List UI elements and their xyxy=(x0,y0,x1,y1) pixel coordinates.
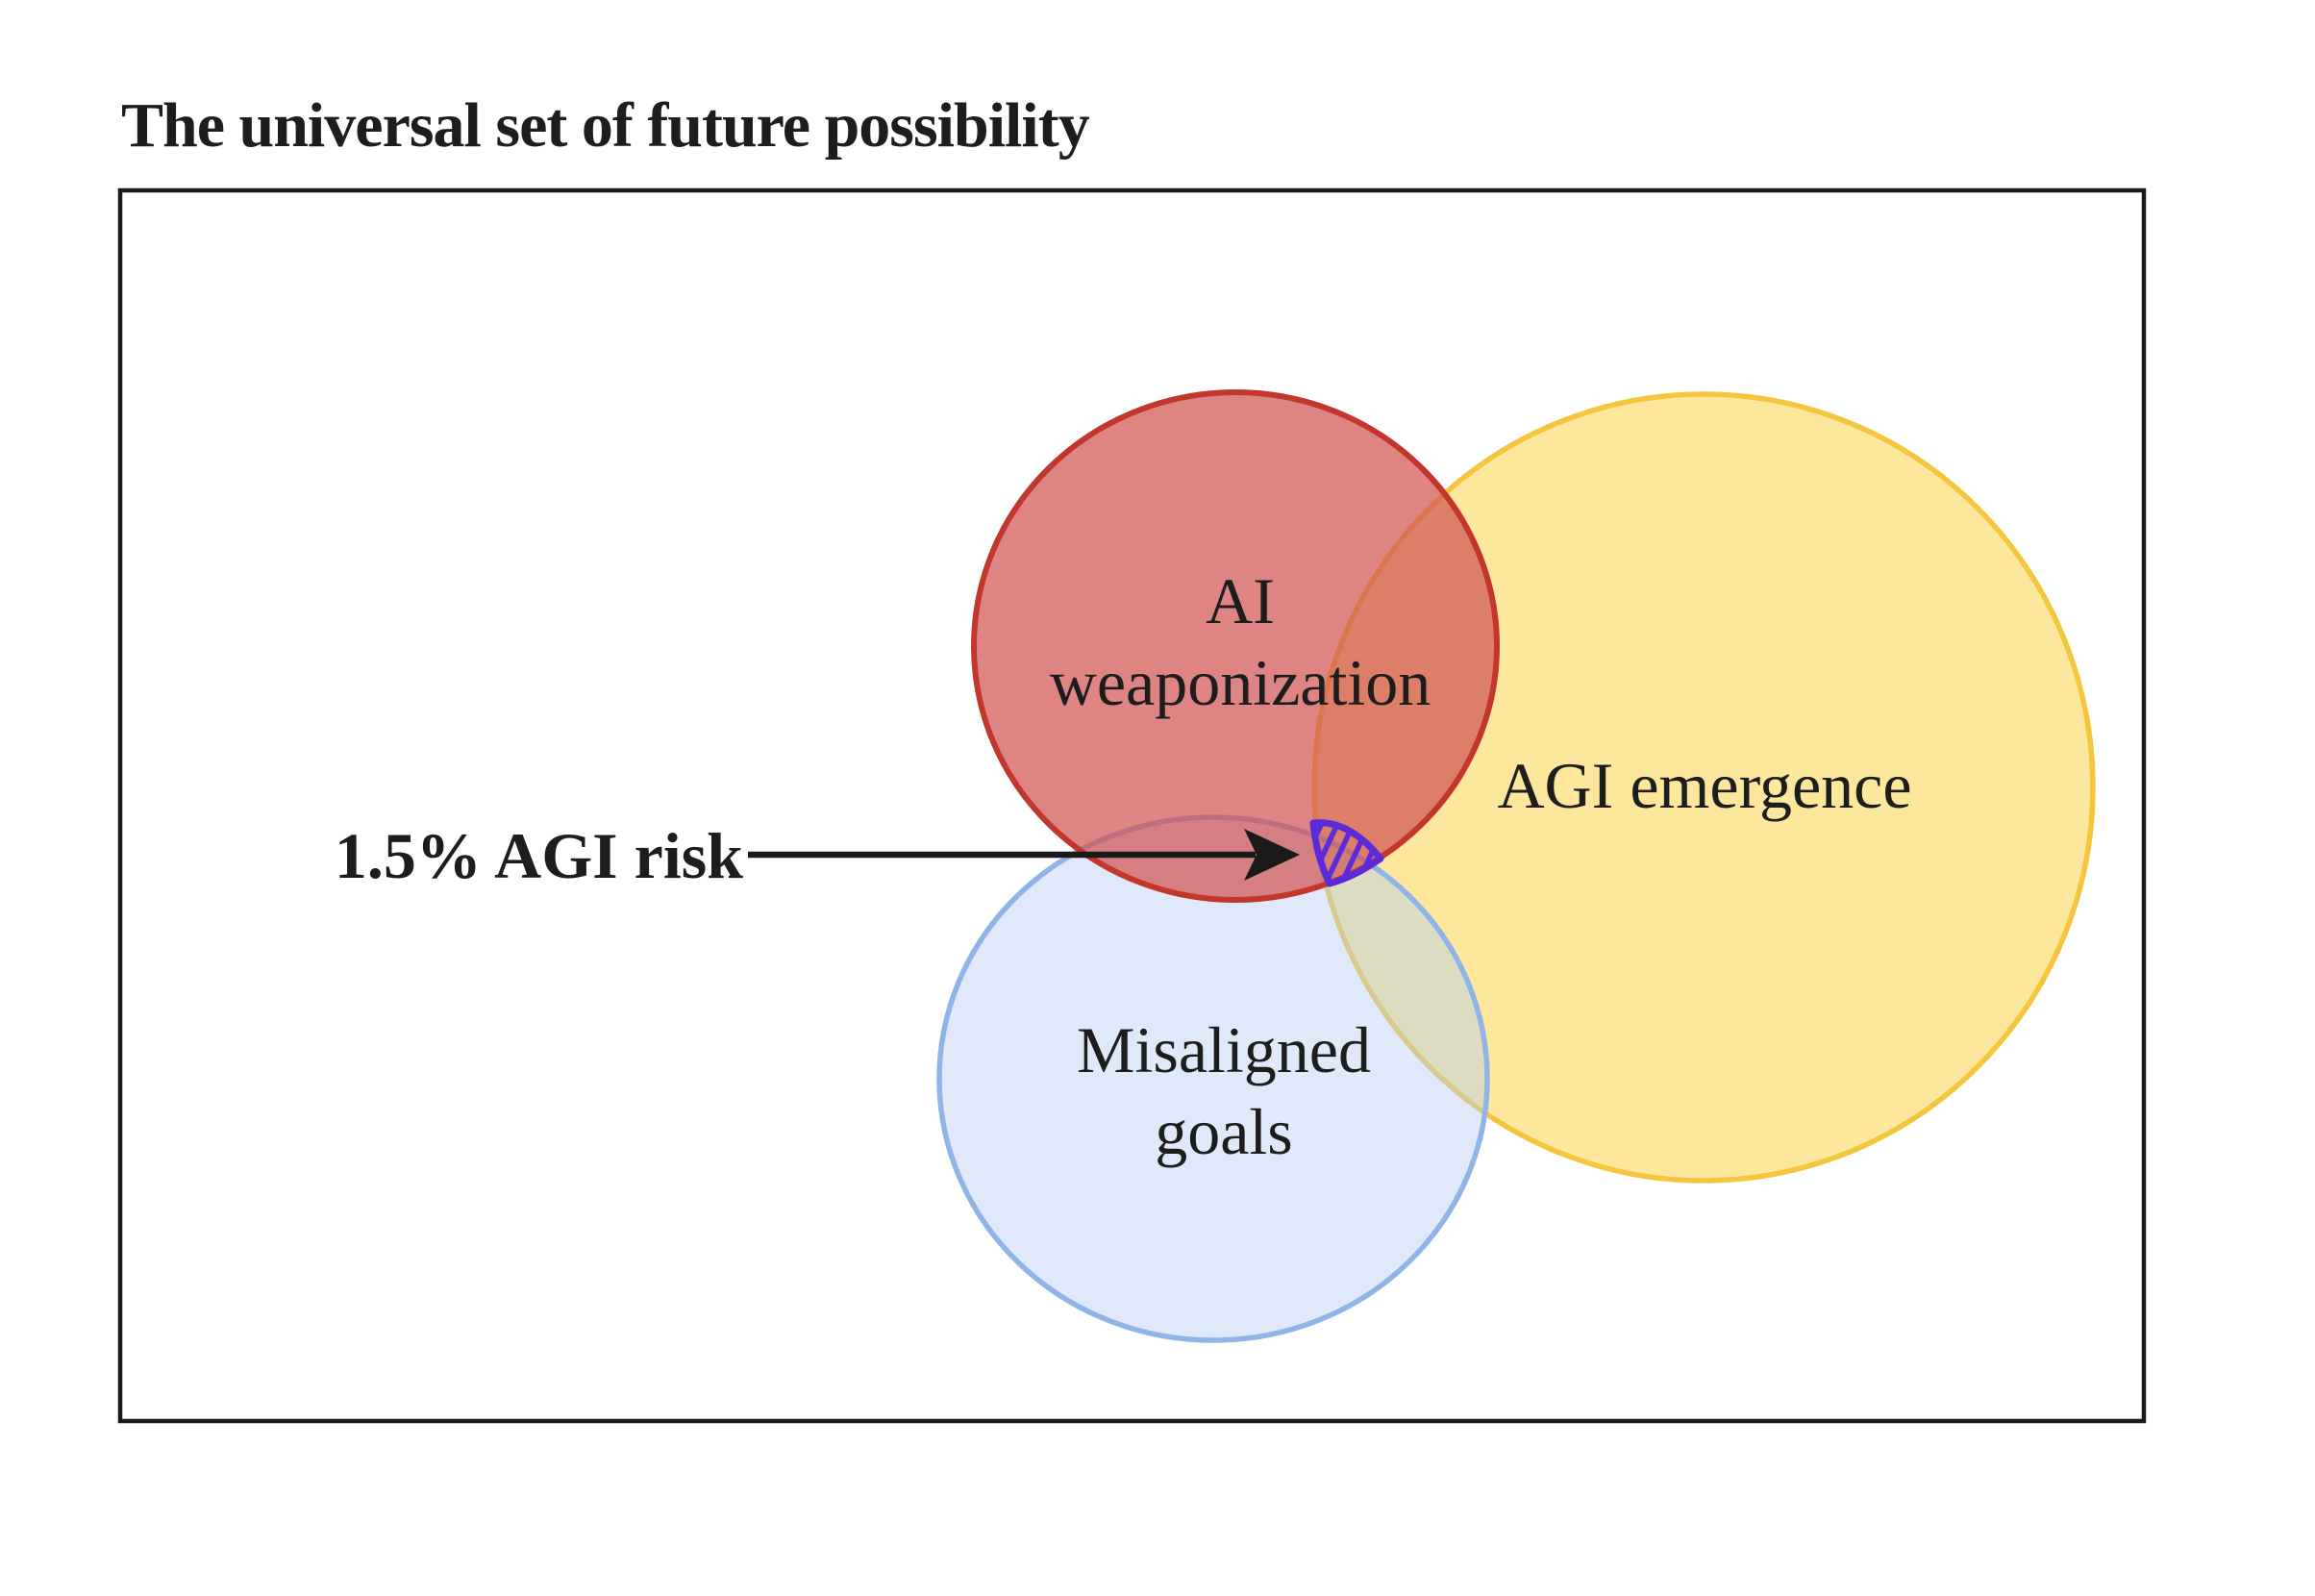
agi-emergence-label: AGI emergence xyxy=(1497,749,1911,822)
annotation-arrow-head xyxy=(1244,829,1300,881)
agi-risk-intersection-region xyxy=(1309,819,1384,887)
misaligned-goals-label-line1: Misaligned xyxy=(1077,1013,1371,1086)
page-title: The universal set of future possibility xyxy=(121,90,1090,161)
venn-circle-ai-weaponization xyxy=(971,389,1500,903)
agi-risk-label: 1.5% AGI risk xyxy=(335,819,743,892)
ai-weaponization-label-line1: AI xyxy=(1206,564,1275,637)
ai-weaponization-label-line2: weaponization xyxy=(1050,646,1431,719)
misaligned-goals-label-line2: goals xyxy=(1155,1095,1293,1168)
